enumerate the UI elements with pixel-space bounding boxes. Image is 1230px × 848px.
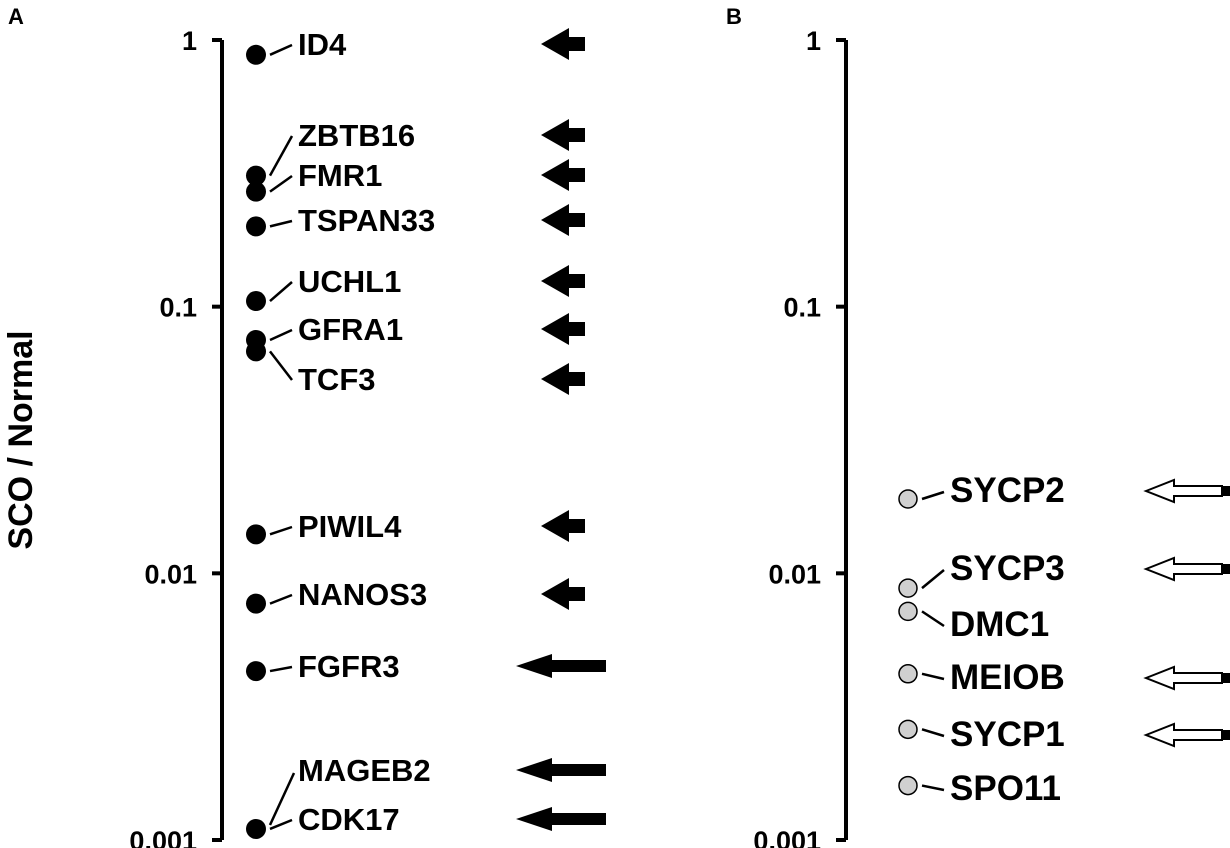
arrow-filled-triangle <box>541 28 585 60</box>
leader-line <box>269 281 293 302</box>
arrow-tail <box>1222 486 1230 496</box>
arrow-open <box>1143 665 1223 691</box>
panel-a: A 1 0.1 0.01 0.001 SCO / Normal ID4ZBTB16FMR1T… <box>2 4 606 848</box>
arrow-filled-triangle <box>541 265 585 297</box>
gene-label: ID4 <box>298 27 347 62</box>
gene-label: MAGEB2 <box>298 753 431 788</box>
gene-label: FMR1 <box>298 158 382 193</box>
data-point <box>898 719 918 740</box>
arrow-filled-triangle <box>541 363 585 395</box>
arrow-filled-triangle <box>541 159 585 191</box>
arrow-filled-triangle <box>541 578 585 610</box>
data-point <box>246 593 266 614</box>
arrow-tail <box>1222 673 1230 683</box>
leader-line <box>269 818 293 831</box>
gene-label: SYCP1 <box>950 715 1065 754</box>
data-point <box>246 341 266 362</box>
arrow-tail <box>1222 564 1230 574</box>
y-tick-label: 1 <box>182 26 197 56</box>
y-tick-label: 0.01 <box>768 559 821 589</box>
leader-line <box>921 728 945 738</box>
y-tick-label: 0.001 <box>129 826 197 848</box>
leader-line <box>921 672 945 681</box>
gene-label: UCHL1 <box>298 264 401 299</box>
arrow-filled-triangle <box>541 510 585 542</box>
y-tick-label: 0.01 <box>144 559 197 589</box>
leader-line <box>269 174 293 193</box>
gene-label: MEIOB <box>950 658 1065 697</box>
gene-label: TSPAN33 <box>298 203 435 238</box>
gene-label: GFRA1 <box>298 312 403 347</box>
gene-label: CDK17 <box>298 802 400 837</box>
data-point <box>246 216 266 237</box>
leader-line <box>268 135 294 177</box>
gene-label: TCF3 <box>298 362 376 397</box>
arrow-filled <box>516 654 606 678</box>
data-point <box>898 489 918 509</box>
leader-line <box>921 784 945 792</box>
arrow-open <box>1143 722 1223 748</box>
gene-label: DMC1 <box>950 605 1049 644</box>
y-tick-label: 0.1 <box>159 293 197 323</box>
gene-label: PIWIL4 <box>298 509 402 544</box>
gene-label: SPO11 <box>950 769 1061 808</box>
leader-line <box>269 525 293 536</box>
y-tick-label: 1 <box>806 26 821 56</box>
y-axis-label: SCO / Normal <box>2 330 40 549</box>
gene-label: FGFR3 <box>298 649 400 684</box>
panel-letter: B <box>726 4 742 29</box>
leader-line <box>921 569 945 590</box>
leader-line <box>268 772 296 826</box>
data-point <box>246 818 266 839</box>
y-tick-label: 0.1 <box>783 293 821 323</box>
data-point <box>898 578 918 598</box>
arrow-filled-triangle <box>541 313 585 345</box>
panel-letter: A <box>8 4 24 29</box>
data-point <box>898 601 918 622</box>
arrow-filled <box>516 807 606 831</box>
gene-label: SYCP2 <box>950 471 1065 510</box>
arrow-filled-triangle <box>541 119 585 151</box>
arrow-tail <box>1222 730 1230 740</box>
data-point <box>246 661 266 682</box>
leader-line <box>269 43 293 56</box>
data-point <box>246 165 266 186</box>
leader-line <box>269 665 293 673</box>
arrow-open <box>1143 556 1223 582</box>
data-point <box>246 44 266 65</box>
data-point <box>898 664 918 684</box>
data-point <box>898 775 918 796</box>
arrow-open <box>1143 478 1223 504</box>
gene-label: ZBTB16 <box>298 118 415 153</box>
arrow-filled-triangle <box>541 204 585 236</box>
data-point <box>246 291 266 312</box>
arrow-filled <box>516 758 606 782</box>
y-tick-label: 0.001 <box>753 826 821 848</box>
data-point <box>246 181 266 202</box>
leader-line <box>921 610 945 628</box>
gene-label: NANOS3 <box>298 577 427 612</box>
leader-line <box>269 593 293 605</box>
leader-line <box>269 219 293 228</box>
gene-label: SYCP3 <box>950 549 1065 588</box>
leader-line <box>269 350 293 381</box>
leader-line <box>269 328 293 342</box>
data-point <box>246 524 266 545</box>
leader-line <box>921 490 945 501</box>
